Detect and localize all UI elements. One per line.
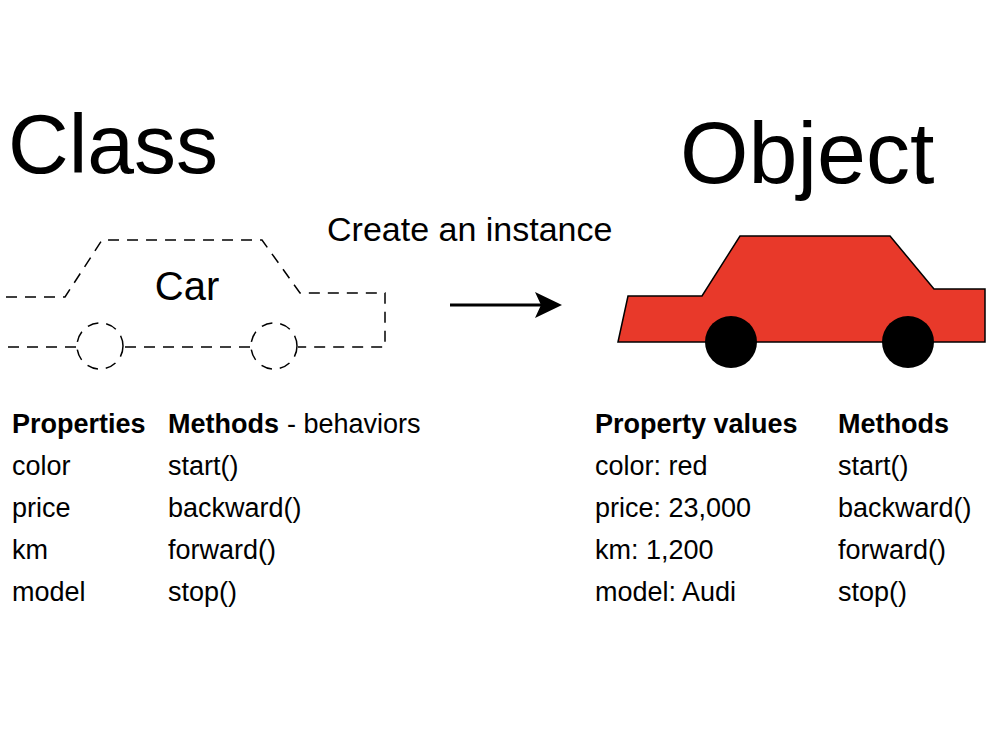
method-name: start() xyxy=(168,450,239,482)
property-name: color xyxy=(12,450,71,482)
method-name: forward() xyxy=(168,534,276,566)
method-name: stop() xyxy=(838,576,907,608)
property-value: color: red xyxy=(595,450,708,482)
instance-arrow xyxy=(450,292,562,318)
method-name: backward() xyxy=(838,492,972,524)
car-body-outline xyxy=(6,240,385,347)
property-value: km: 1,200 xyxy=(595,534,714,566)
column-heading: Methods xyxy=(838,408,949,440)
class-heading: Class xyxy=(8,94,218,195)
column-heading: Property values xyxy=(595,408,798,440)
method-name: start() xyxy=(838,450,909,482)
method-name: backward() xyxy=(168,492,302,524)
column-subheading: - behaviors xyxy=(287,408,421,440)
arrow-head xyxy=(535,292,562,318)
property-name: km xyxy=(12,534,48,566)
object-car xyxy=(618,236,985,368)
property-value: price: 23,000 xyxy=(595,492,751,524)
class-name: Car xyxy=(155,262,219,310)
property-value: model: Audi xyxy=(595,576,736,608)
column-heading: Properties xyxy=(12,408,146,440)
car-wheel xyxy=(882,316,934,368)
arrow-label: Create an instance xyxy=(327,209,612,250)
car-wheel xyxy=(705,316,757,368)
class-car-outline: Car xyxy=(0,230,392,380)
car-wheel-outline xyxy=(77,323,123,369)
object-heading: Object xyxy=(680,100,934,206)
car-outline xyxy=(6,240,385,369)
method-name: forward() xyxy=(838,534,946,566)
column-heading: Methods xyxy=(168,408,279,440)
property-name: price xyxy=(12,492,71,524)
car-wheel-outline xyxy=(251,323,297,369)
arrow-line xyxy=(450,304,548,307)
method-name: stop() xyxy=(168,576,237,608)
car-body xyxy=(618,236,985,342)
property-name: model xyxy=(12,576,86,608)
